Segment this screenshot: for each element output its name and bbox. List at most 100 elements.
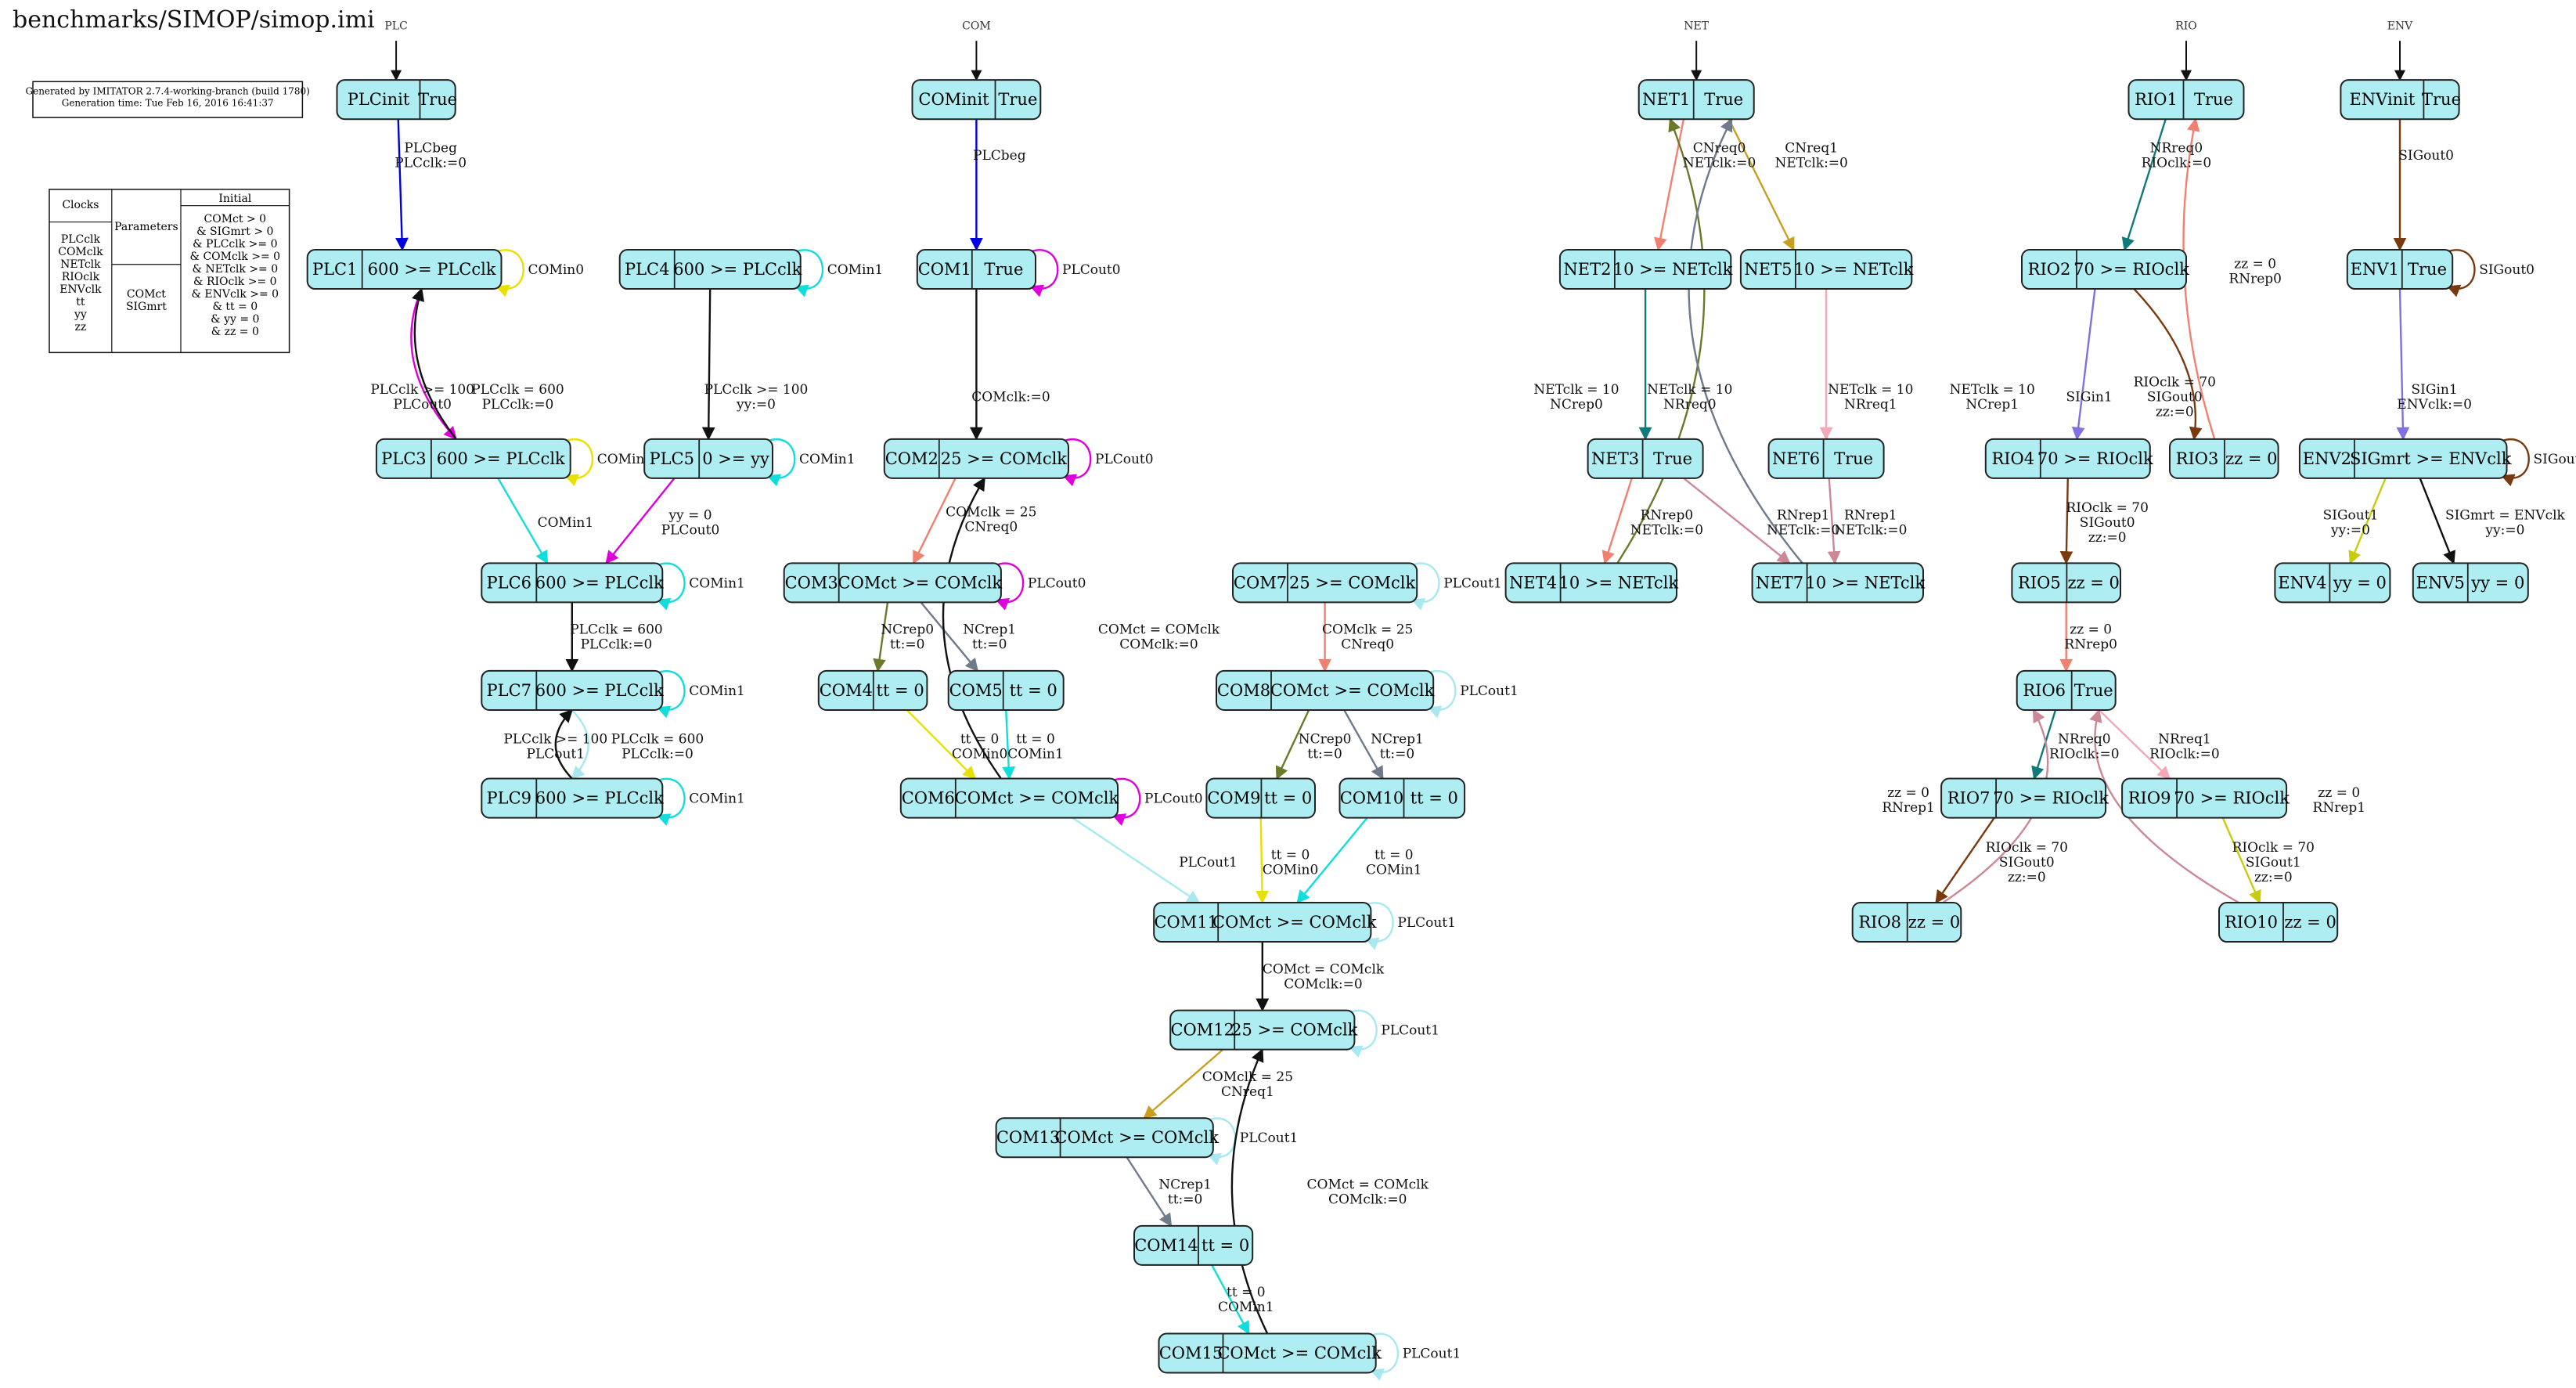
state-name: NET4 bbox=[1509, 573, 1557, 592]
transition-net1-to-net2 bbox=[1654, 118, 1685, 251]
transition-label: COMin1 bbox=[1007, 746, 1064, 762]
self-loop-plc1 bbox=[495, 249, 524, 297]
transition-env2-to-env4 bbox=[2348, 478, 2387, 564]
transition-label: PLCclk = 600 bbox=[611, 731, 704, 747]
state-invariant: 600 >= PLCclk bbox=[535, 681, 664, 700]
transition-rio1-to-rio2 bbox=[2121, 118, 2167, 251]
state-name: PLC7 bbox=[487, 681, 532, 700]
state-name: COM1 bbox=[918, 260, 971, 279]
transition-label: COMct = COMclk bbox=[1263, 961, 1385, 977]
transition-label: COMclk = 25 bbox=[946, 505, 1036, 521]
transition-label: tt:=0 bbox=[1168, 1192, 1202, 1208]
transition-label: CNreq1 bbox=[1785, 141, 1838, 157]
transition-label: RIOclk = 70 bbox=[1986, 840, 2068, 856]
generation-line: Generated by IMITATOR 2.7.4-working-bran… bbox=[26, 85, 310, 96]
transition-label: ENVclk:=0 bbox=[2397, 397, 2472, 413]
transition-label: NCrep1 bbox=[1371, 731, 1424, 747]
state-invariant: True bbox=[1704, 90, 1743, 109]
transition-rio2-to-rio4 bbox=[2071, 288, 2096, 441]
transition-plc9-to-plc7 bbox=[554, 708, 573, 780]
transition-plc7-to-plc9 bbox=[571, 709, 589, 780]
transition-label: PLCclk = 600 bbox=[570, 622, 663, 638]
state-invariant: SIGmrt >= ENVclk bbox=[2350, 449, 2512, 468]
transition-label: PLCbeg bbox=[404, 141, 457, 157]
transition-label: PLCout1 bbox=[1460, 683, 1519, 699]
transition-label: NETclk = 10 bbox=[1647, 382, 1732, 398]
state-invariant: tt = 0 bbox=[1010, 681, 1057, 700]
transition-label: tt:=0 bbox=[1380, 746, 1414, 762]
transition-label: SIGout0 bbox=[2147, 390, 2203, 406]
transition-label: zz:=0 bbox=[2008, 870, 2046, 885]
state-name: PLC4 bbox=[625, 260, 670, 279]
transition-label: NCrep1 bbox=[963, 622, 1016, 638]
self-loop-com6 bbox=[1111, 777, 1141, 826]
initial-constraint: & PLCclk >= 0 bbox=[193, 238, 277, 251]
transition-label: COMin1 bbox=[689, 683, 745, 699]
transition-label: yy:=0 bbox=[2330, 523, 2370, 539]
transition-label: COMin0 bbox=[952, 746, 1008, 762]
transition-com5-to-com6 bbox=[1002, 709, 1016, 781]
state-name: COM2 bbox=[885, 449, 939, 468]
transition-label: PLCclk:=0 bbox=[395, 156, 467, 171]
transition-label: RNrep1 bbox=[1777, 508, 1830, 524]
clock-name: PLCclk bbox=[61, 233, 101, 246]
transition-label: tt:=0 bbox=[972, 637, 1007, 653]
state-invariant: tt = 0 bbox=[1202, 1236, 1249, 1255]
clock-name: zz bbox=[75, 321, 87, 333]
state-name: COM4 bbox=[820, 681, 873, 700]
transition-label: RIOclk = 70 bbox=[2066, 500, 2148, 516]
transition-net7-to-net1 bbox=[1688, 117, 1803, 564]
transition-label: PLCout0 bbox=[1028, 575, 1086, 591]
transition-label: SIGmrt = ENVclk bbox=[2445, 508, 2566, 524]
transition-label: RNrep0 bbox=[2228, 272, 2282, 287]
transition-com13-to-com14 bbox=[1126, 1156, 1173, 1228]
transition-label: NRreq0 bbox=[1663, 397, 1717, 413]
